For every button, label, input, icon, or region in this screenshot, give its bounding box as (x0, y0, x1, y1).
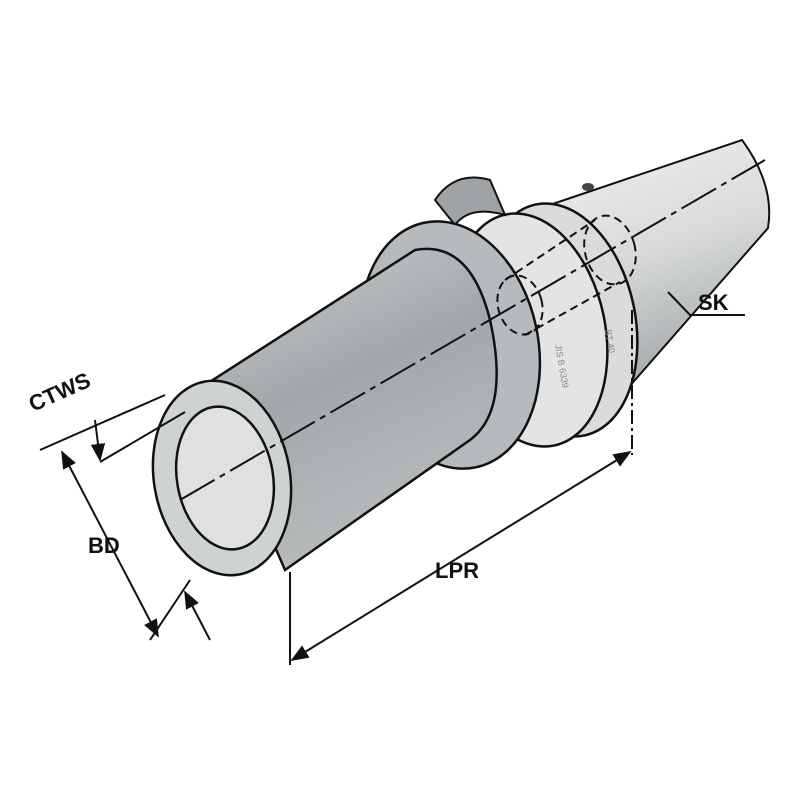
center-axis (179, 159, 766, 501)
dimensions (39, 291, 745, 665)
drive-key (433, 176, 507, 227)
lpr-label: LPR (435, 558, 479, 583)
sk-label: SK (698, 290, 729, 315)
svg-text:BT 40: BT 40 (603, 329, 617, 354)
bore (174, 405, 276, 551)
hole-icon (582, 183, 594, 191)
bd-label: BD (88, 533, 120, 558)
ctws-label: CTWS (25, 367, 94, 416)
hidden-lines (496, 214, 637, 336)
